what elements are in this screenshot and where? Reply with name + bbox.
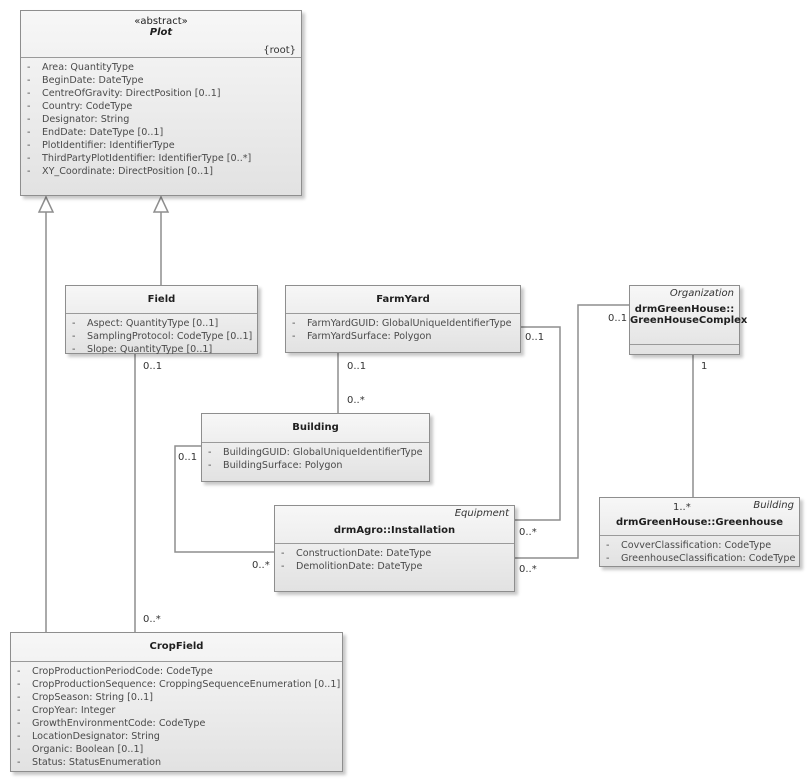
cropfield-attributes: CropProductionPeriodCode: CodeTypeCropPr… [11, 662, 342, 772]
attribute-row: FarmYardSurface: Polygon [292, 330, 514, 343]
multiplicity-complex-installation-top: 0..1 [608, 313, 628, 324]
attribute-row: GreenhouseClassification: CodeType [606, 552, 795, 565]
multiplicity-farmyard-installation-top: 0..1 [525, 332, 545, 343]
class-cropfield[interactable]: CropField CropProductionPeriodCode: Code… [10, 632, 343, 772]
greenhouse-complex-name-line1: drmGreenHouse:: [634, 304, 735, 315]
attribute-row: BeginDate: DateType [27, 74, 295, 87]
attribute-row: GrowthEnvironmentCode: CodeType [17, 717, 336, 730]
multiplicity-complex-installation-bottom: 0..* [519, 564, 537, 575]
generalization-arrowhead-field [152, 195, 170, 213]
multiplicity-farmyard-installation-bottom: 0..* [519, 527, 537, 538]
multiplicity-building-installation-bottom: 0..* [252, 560, 270, 571]
greenhouse-complex-name-line2: GreenHouseComplex [630, 315, 748, 326]
attribute-row: Designator: String [27, 113, 295, 126]
attribute-row: Status: StatusEnumeration [17, 756, 336, 769]
attribute-row: SamplingProtocol: CodeType [0..1] [72, 330, 252, 343]
attribute-row: PlotIdentifier: IdentifierType [27, 139, 295, 152]
attribute-row: CropYear: Integer [17, 704, 336, 717]
attribute-row: BuildingSurface: Polygon [208, 459, 423, 472]
greenhouse-complex-stereotype: Organization [669, 288, 734, 299]
installation-stereotype: Equipment [454, 508, 509, 519]
plot-attributes: Area: QuantityTypeBeginDate: DateTypeCen… [21, 58, 301, 181]
class-building[interactable]: Building BuildingGUID: GlobalUniqueIdent… [201, 413, 430, 482]
attribute-row: ConstructionDate: DateType [281, 547, 508, 560]
attribute-row: Slope: QuantityType [0..1] [72, 343, 251, 356]
plot-stereotype: «abstract» [134, 16, 188, 27]
attribute-row: EndDate: DateType [0..1] [27, 126, 295, 139]
multiplicity-field-cropfield-top: 0..1 [143, 361, 163, 372]
multiplicity-complex-greenhouse-top: 1 [701, 361, 708, 372]
multiplicity-field-cropfield-bottom: 0..* [143, 614, 161, 625]
class-plot[interactable]: «abstract» Plot {root} Area: QuantityTyp… [20, 10, 302, 196]
attribute-row: ThirdPartyPlotIdentifier: IdentifierType… [27, 152, 295, 165]
farmyard-attributes: FarmYardGUID: GlobalUniqueIdentifierType… [286, 314, 520, 346]
class-installation[interactable]: Equipment drmAgro::Installation Construc… [274, 505, 515, 592]
class-field[interactable]: Field Aspect: QuantityType [0..1]Samplin… [65, 285, 258, 355]
greenhouse-stereotype: Building [753, 500, 794, 511]
multiplicity-complex-greenhouse-bottom: 1..* [673, 502, 691, 513]
attribute-row: CentreOfGravity: DirectPosition [0..1] [27, 87, 295, 100]
attribute-row: XY_Coordinate: DirectPosition [0..1] [27, 165, 295, 178]
installation-attributes: ConstructionDate: DateTypeDemolitionDate… [275, 544, 514, 576]
plot-root-tag: {root} [263, 45, 296, 56]
field-attributes: Aspect: QuantityType [0..1]SamplingProto… [66, 314, 257, 359]
generalization-arrowhead-cropfield [37, 195, 55, 213]
association-building-installation [174, 445, 274, 553]
attribute-row: Organic: Boolean [0..1] [17, 743, 336, 756]
cropfield-name: CropField [149, 641, 204, 652]
association-complex-installation [515, 304, 629, 559]
class-greenhouse-complex[interactable]: Organization drmGreenHouse:: GreenHouseC… [629, 285, 748, 355]
greenhouse-name: drmGreenHouse::Greenhouse [615, 517, 784, 528]
attribute-row: Country: CodeType [27, 100, 295, 113]
building-attributes: BuildingGUID: GlobalUniqueIdentifierType… [202, 443, 429, 475]
attribute-row: LocationDesignator: String [17, 730, 336, 743]
attribute-row: Aspect: QuantityType [0..1] [72, 317, 251, 330]
plot-name: Plot [149, 27, 173, 38]
attribute-row: DemolitionDate: DateType [281, 560, 508, 573]
attribute-row: CovverClassification: CodeType [606, 539, 793, 552]
multiplicity-building-installation-top: 0..1 [178, 452, 198, 463]
attribute-row: Area: QuantityType [27, 61, 295, 74]
field-name: Field [147, 294, 176, 305]
building-name: Building [292, 422, 339, 433]
association-farmyard-installation [515, 326, 561, 521]
attribute-row: FarmYardGUID: GlobalUniqueIdentifierType [292, 317, 514, 330]
attribute-row: CropProductionSequence: CroppingSequence… [17, 678, 340, 691]
class-farmyard[interactable]: FarmYard FarmYardGUID: GlobalUniqueIdent… [285, 285, 521, 353]
multiplicity-farmyard-building-bottom: 0..* [347, 395, 365, 406]
class-greenhouse[interactable]: Building drmGreenHouse::Greenhouse Covve… [599, 497, 800, 567]
attribute-row: CropSeason: String [0..1] [17, 691, 336, 704]
attribute-row: CropProductionPeriodCode: CodeType [17, 665, 336, 678]
multiplicity-farmyard-building-top: 0..1 [347, 361, 367, 372]
installation-name: drmAgro::Installation [333, 525, 456, 536]
attribute-row: BuildingGUID: GlobalUniqueIdentifierType [208, 446, 423, 459]
greenhouse-attributes: CovverClassification: CodeTypeGreenhouse… [600, 536, 799, 568]
farmyard-name: FarmYard [376, 294, 430, 305]
